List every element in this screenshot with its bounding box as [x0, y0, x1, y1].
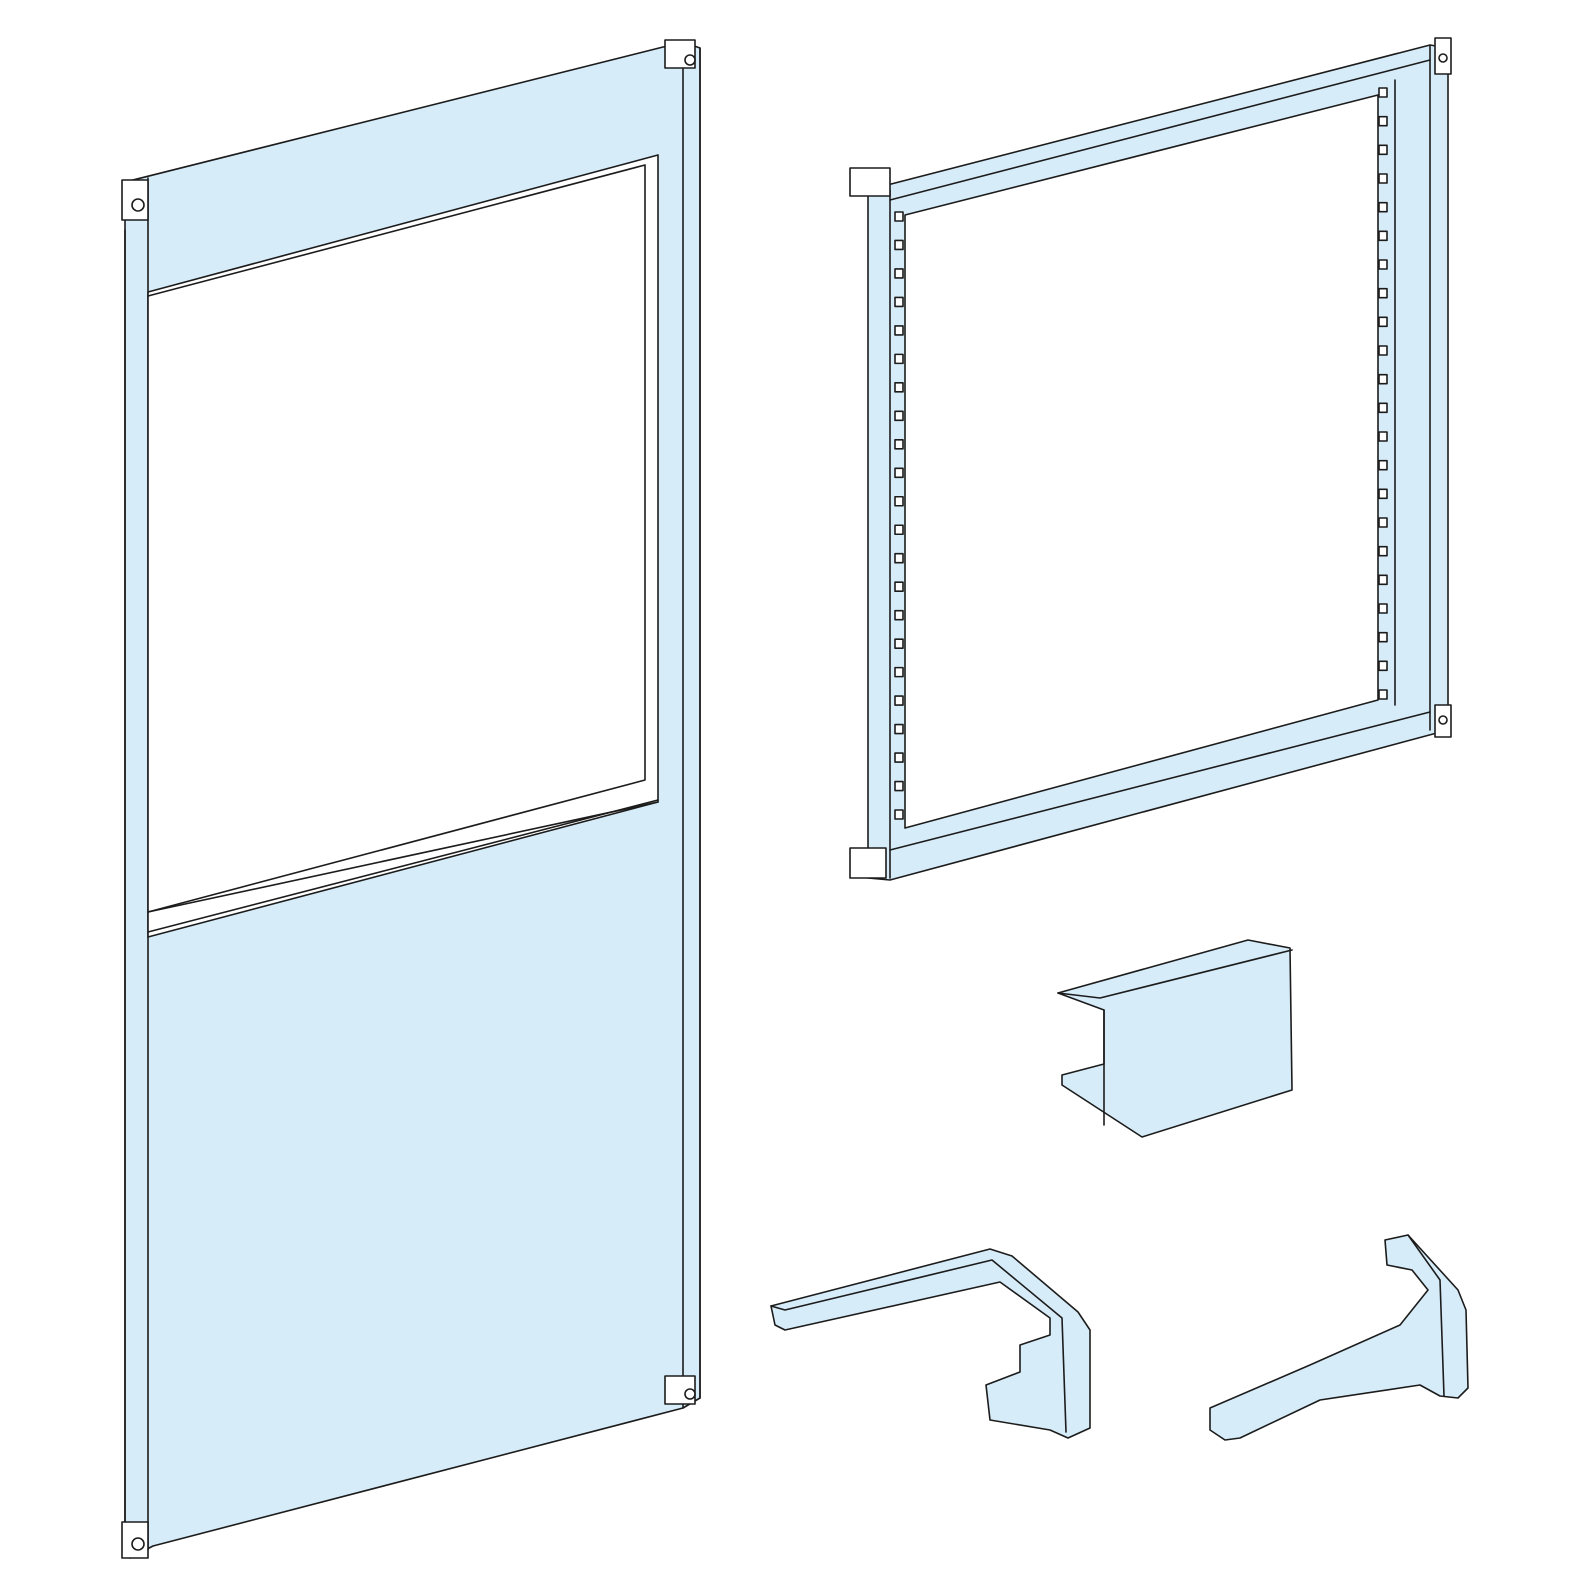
frame-slot: [1378, 488, 1388, 500]
right-bracket-edge: [1407, 1234, 1445, 1397]
frame-slot: [894, 552, 904, 564]
frame-slot: [1378, 230, 1388, 242]
frame-body: [867, 44, 1449, 881]
frame-slot: [1378, 201, 1388, 213]
right-bracket: [1209, 1234, 1469, 1441]
right-bracket-body: [1209, 1234, 1469, 1441]
frame-slot: [1378, 144, 1388, 156]
door-window-sill-2: [147, 799, 659, 933]
left-bracket-body: [770, 1248, 1091, 1439]
frame-slot-row-right: [1378, 87, 1388, 700]
frame-slot: [894, 239, 904, 251]
frame-slot: [1378, 87, 1388, 98]
frame-slot: [894, 723, 904, 735]
frame-slot: [1378, 660, 1388, 672]
frame-bottom-edge: [889, 711, 1431, 851]
frame-slot: [894, 581, 904, 592]
frame-slot: [1378, 689, 1388, 700]
door-window-sill: [147, 801, 659, 913]
frame-slot: [1378, 345, 1388, 356]
frame-slot: [894, 467, 904, 479]
frame-slot: [894, 296, 904, 308]
frame-slot: [894, 353, 904, 365]
frame-slot: [894, 638, 904, 649]
frame-slot: [894, 666, 904, 678]
clip-body: [1057, 939, 1293, 1138]
frame-slot: [1378, 574, 1388, 586]
frame-slot: [1378, 373, 1388, 385]
frame-slot: [894, 524, 904, 536]
frame-slot: [894, 325, 904, 336]
frame-slot: [894, 809, 904, 820]
frame-slot: [1378, 402, 1388, 414]
frame-slot: [894, 211, 904, 222]
hinge-icon: [121, 39, 696, 1559]
frame-slot: [894, 780, 904, 792]
frame-slot: [1378, 545, 1388, 557]
frame-slot: [894, 695, 904, 706]
frame-slot: [894, 752, 904, 763]
frame-slot: [1378, 115, 1388, 127]
frame-top-edge: [889, 59, 1431, 201]
frame-slot: [894, 609, 904, 621]
frame-slot: [1378, 603, 1388, 614]
frame-slot: [1378, 287, 1388, 299]
frame-slot: [894, 268, 904, 279]
frame-slot: [1378, 316, 1388, 328]
frame-slot: [1378, 631, 1388, 643]
mounting-frame: [849, 37, 1452, 881]
frame-slot: [1378, 259, 1388, 270]
frame-slot: [894, 495, 904, 507]
left-bracket: [770, 1248, 1091, 1439]
frame-slot: [1378, 431, 1388, 442]
frame-slot: [894, 439, 904, 450]
clip-inner-edge: [1057, 949, 1293, 999]
frame-slot: [1378, 517, 1388, 528]
frame-slot: [1378, 459, 1388, 471]
frame-slot-row-left: [894, 211, 904, 820]
frame-clip-icon: [849, 37, 1452, 879]
frame-slot: [1378, 173, 1388, 184]
door-window-frame-inner: [147, 164, 646, 913]
left-bracket-edge: [770, 1259, 1067, 1433]
door-panel-with-window: [121, 39, 701, 1559]
frame-slot: [894, 382, 904, 393]
c-profile-clip: [1057, 939, 1293, 1138]
frame-slot: [894, 410, 904, 422]
